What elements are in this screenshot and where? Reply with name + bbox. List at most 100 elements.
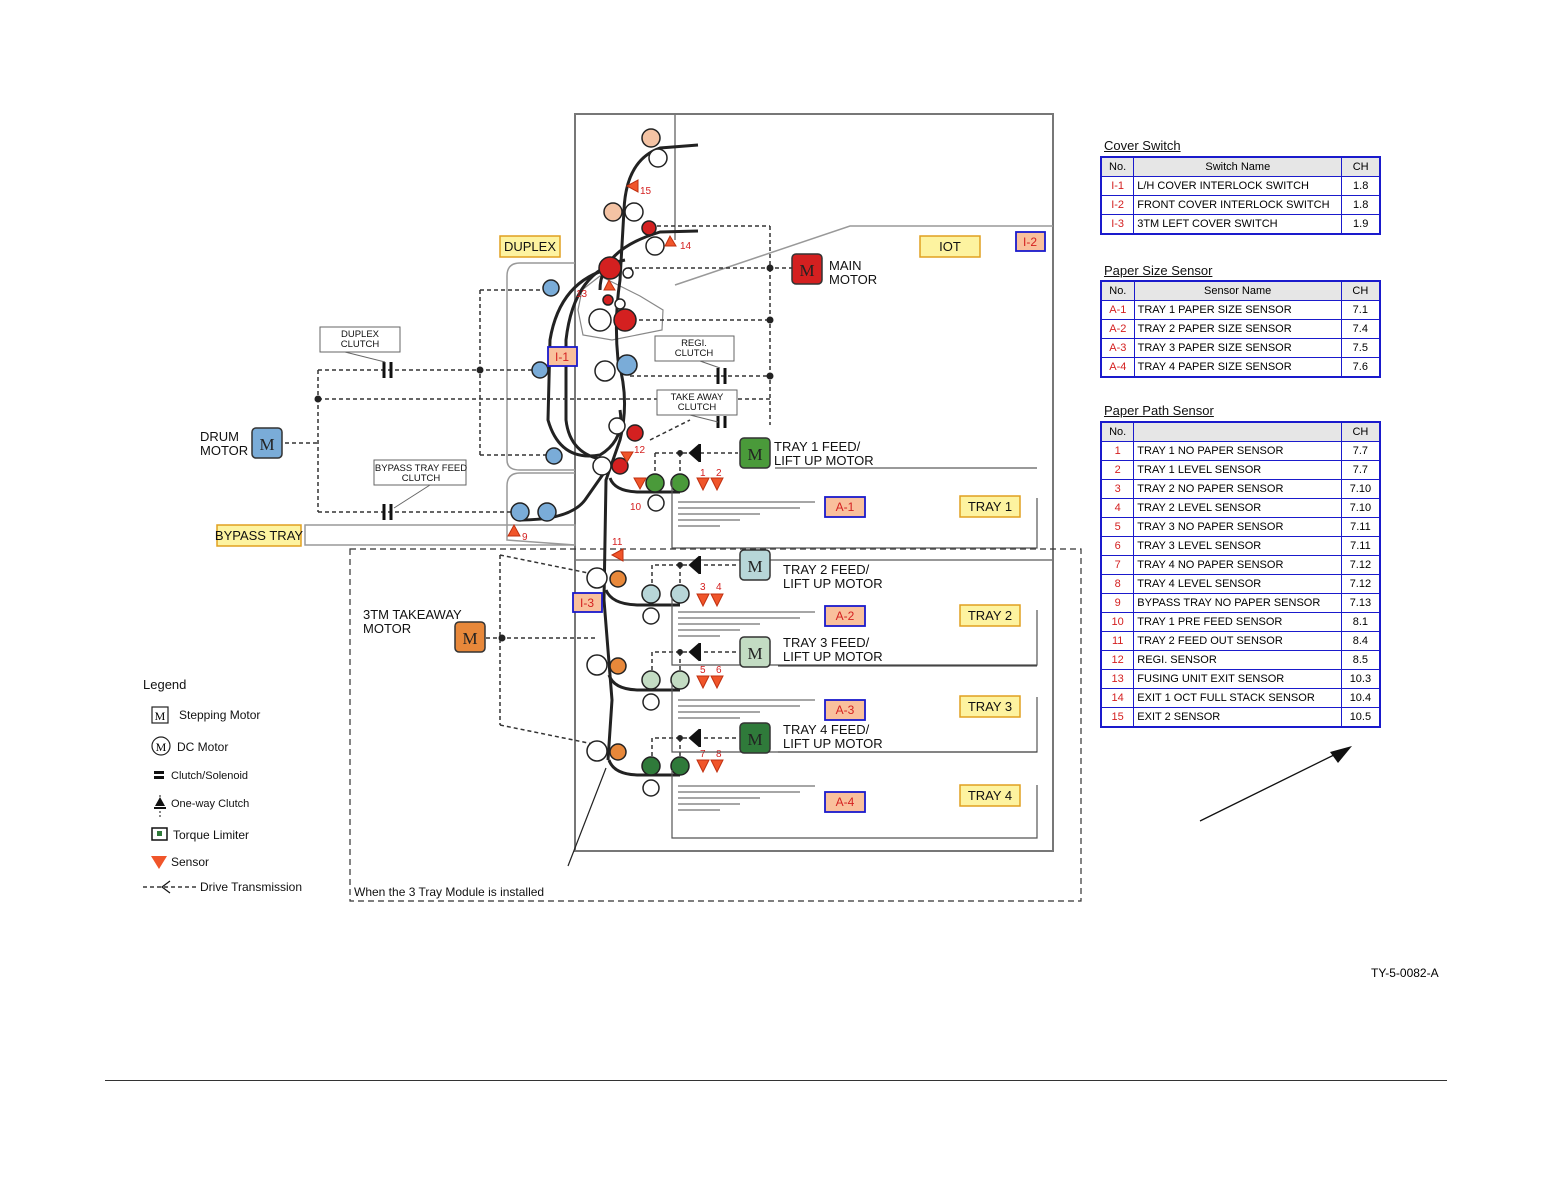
table-cell-number: I-3 bbox=[1100, 214, 1135, 235]
sensor-number-7: 7 bbox=[700, 749, 706, 760]
table-cell-number: 5 bbox=[1100, 517, 1135, 537]
table-cell-name: FUSING UNIT EXIT SENSOR bbox=[1133, 669, 1342, 689]
table-cell-name: L/H COVER INTERLOCK SWITCH bbox=[1133, 176, 1343, 196]
table-cell-name: TRAY 2 FEED OUT SENSOR bbox=[1133, 631, 1342, 651]
bypass-feed-clutch-label: BYPASS TRAY FEED bbox=[375, 463, 467, 474]
table-cell-name: TRAY 3 NO PAPER SENSOR bbox=[1133, 517, 1342, 537]
tray2-label: TRAY 2 bbox=[968, 608, 1012, 623]
drum-motor-glyph: M bbox=[259, 435, 274, 454]
sensor-5 bbox=[696, 675, 710, 690]
table-cell-name: 3TM LEFT COVER SWITCH bbox=[1133, 214, 1343, 235]
bypass-tray-label: BYPASS TRAY bbox=[215, 528, 303, 543]
a3-label: A-3 bbox=[836, 703, 855, 717]
table-cell-name: TRAY 1 PRE FEED SENSOR bbox=[1133, 612, 1342, 632]
table-header-cell: No. bbox=[1100, 280, 1135, 301]
clutch-legend-icon bbox=[154, 771, 164, 774]
table-cell-channel: 7.10 bbox=[1340, 479, 1381, 499]
takeaway-motor-label-2: MOTOR bbox=[363, 621, 411, 636]
tray1-motor-glyph: M bbox=[747, 445, 762, 464]
iot-label: IOT bbox=[939, 239, 961, 254]
table-cell-number: 4 bbox=[1100, 498, 1135, 518]
legend-clutch: Clutch/Solenoid bbox=[171, 770, 248, 782]
i2-label: I-2 bbox=[1023, 235, 1037, 249]
tray1-motor-label: TRAY 1 FEED/ bbox=[774, 439, 861, 454]
table-cell-channel: 7.6 bbox=[1340, 357, 1381, 378]
tray1-label: TRAY 1 bbox=[968, 499, 1012, 514]
table-cell-number: 1 bbox=[1100, 441, 1135, 461]
sensor-8 bbox=[710, 759, 724, 774]
tray2-motor-label-2: LIFT UP MOTOR bbox=[783, 576, 883, 591]
legend-title: Legend bbox=[143, 677, 186, 692]
sensor-3 bbox=[696, 593, 710, 608]
tray4-motor-label-2: LIFT UP MOTOR bbox=[783, 736, 883, 751]
table-cell-name: BYPASS TRAY NO PAPER SENSOR bbox=[1133, 593, 1342, 613]
takeaway-motor-glyph: M bbox=[462, 629, 477, 648]
table-cell-number: A-2 bbox=[1100, 319, 1135, 339]
table-cell-channel: 8.5 bbox=[1340, 650, 1381, 670]
table-cell-channel: 10.4 bbox=[1340, 688, 1381, 708]
table-cell-number: 6 bbox=[1100, 536, 1135, 556]
sensor-10 bbox=[633, 477, 647, 491]
sensor-13 bbox=[603, 278, 616, 291]
tray4-motor-label: TRAY 4 FEED/ bbox=[783, 722, 870, 737]
table-cell-number: 9 bbox=[1100, 593, 1135, 613]
sensor-number-11: 11 bbox=[612, 537, 623, 548]
table-cell-number: A-1 bbox=[1100, 300, 1135, 320]
paper-size-sensor-title: Paper Size Sensor bbox=[1104, 263, 1213, 278]
table-cell-number: A-4 bbox=[1100, 357, 1135, 378]
table-cell-number: I-2 bbox=[1100, 195, 1135, 215]
table-cell-name: TRAY 4 NO PAPER SENSOR bbox=[1133, 555, 1342, 575]
sensor-number-12: 12 bbox=[634, 445, 646, 456]
table-cell-channel: 7.11 bbox=[1340, 536, 1381, 556]
tray3-motor-label-2: LIFT UP MOTOR bbox=[783, 649, 883, 664]
drum-motor-label-2: MOTOR bbox=[200, 443, 248, 458]
sensor-number-2: 2 bbox=[716, 468, 722, 479]
table-cell-channel: 7.13 bbox=[1340, 593, 1381, 613]
iot-frame bbox=[574, 113, 1054, 852]
document-id: TY-5-0082-A bbox=[1371, 966, 1439, 980]
sensor-1 bbox=[696, 477, 710, 492]
legend-stepping-motor: Stepping Motor bbox=[179, 708, 260, 722]
legend-drive-transmission: Drive Transmission bbox=[200, 880, 302, 894]
table-cell-channel: 1.8 bbox=[1341, 176, 1381, 196]
duplex-clutch-label-2: CLUTCH bbox=[341, 339, 380, 350]
sensor-2 bbox=[710, 477, 724, 492]
dc-motor-legend-icon bbox=[151, 736, 171, 756]
sensor-number-6: 6 bbox=[716, 665, 722, 676]
table-cell-number: I-1 bbox=[1100, 176, 1135, 196]
tray2-motor-glyph: M bbox=[747, 557, 762, 576]
tray1-motor-label-2: LIFT UP MOTOR bbox=[774, 453, 874, 468]
table-cell-number: 13 bbox=[1100, 669, 1135, 689]
table-header-cell: Sensor Name bbox=[1133, 280, 1342, 301]
table-cell-channel: 10.3 bbox=[1340, 669, 1381, 689]
takeaway-motor-icon bbox=[454, 621, 486, 653]
takeaway-motor-label: 3TM TAKEAWAY bbox=[363, 607, 462, 622]
table-cell-number: 2 bbox=[1100, 460, 1135, 480]
table-cell-name: TRAY 2 PAPER SIZE SENSOR bbox=[1133, 319, 1342, 339]
table-cell-name: TRAY 1 PAPER SIZE SENSOR bbox=[1133, 300, 1342, 320]
table-cell-channel: 7.4 bbox=[1340, 319, 1381, 339]
bypass-feed-clutch-label-2: CLUTCH bbox=[402, 473, 441, 484]
legend-one-way-clutch: One-way Clutch bbox=[171, 798, 249, 810]
legend-sensor: Sensor bbox=[171, 855, 209, 869]
table-header-cell: CH bbox=[1340, 280, 1381, 301]
sensor-legend-icon bbox=[151, 856, 167, 869]
